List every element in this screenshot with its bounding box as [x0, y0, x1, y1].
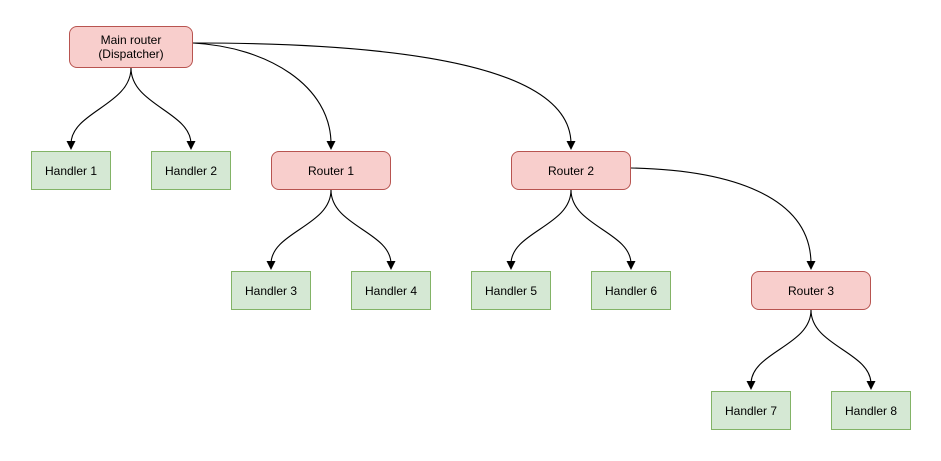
node-router-2[interactable]: Router 2 [511, 151, 631, 190]
node-label-handler-2: Handler 2 [164, 163, 218, 178]
edge-main-to-handler-2 [130, 67, 192, 145]
edge-router-1-to-handler-3 [270, 189, 332, 265]
arrow-handler-7 [746, 381, 756, 390]
edge-router-1-to-handler-4 [330, 189, 392, 265]
node-label-router-1: Router 1 [307, 163, 355, 178]
arrow-handler-3 [266, 261, 276, 270]
node-label-handler-4: Handler 4 [364, 283, 418, 298]
node-handler-5[interactable]: Handler 5 [471, 271, 551, 310]
node-router-3[interactable]: Router 3 [751, 271, 871, 310]
node-label-handler-1: Handler 1 [44, 163, 98, 178]
node-label-handler-5: Handler 5 [484, 283, 538, 298]
node-label-handler-3: Handler 3 [244, 283, 298, 298]
arrow-handler-4 [386, 261, 396, 270]
node-handler-3[interactable]: Handler 3 [231, 271, 311, 310]
arrow-router-1 [326, 141, 336, 150]
node-label-handler-6: Handler 6 [604, 283, 658, 298]
node-label-router-2: Router 2 [547, 163, 595, 178]
edge-router-2-to-handler-6 [570, 189, 632, 265]
arrow-handler-6 [626, 261, 636, 270]
node-handler-7[interactable]: Handler 7 [711, 391, 791, 430]
arrow-handler-8 [866, 381, 876, 390]
arrow-handler-5 [506, 261, 516, 270]
node-handler-6[interactable]: Handler 6 [591, 271, 671, 310]
arrow-handler-2 [186, 141, 196, 150]
node-label-handler-8: Handler 8 [844, 403, 898, 418]
node-label-main-router: Main router (Dispatcher) [98, 33, 164, 61]
edge-router-2-to-handler-5 [510, 189, 572, 265]
node-handler-2[interactable]: Handler 2 [151, 151, 231, 190]
arrow-router-3 [806, 261, 816, 270]
edge-router-3-to-handler-7 [750, 309, 812, 385]
node-handler-8[interactable]: Handler 8 [831, 391, 911, 430]
edge-router-2-to-router-3 [630, 167, 812, 265]
edge-main-to-router-2 [192, 42, 572, 145]
arrow-router-2 [566, 141, 576, 150]
arrow-handler-1 [66, 141, 76, 150]
node-label-handler-7: Handler 7 [724, 403, 778, 418]
edge-main-to-router-1 [192, 42, 332, 145]
node-handler-1[interactable]: Handler 1 [31, 151, 111, 190]
node-handler-4[interactable]: Handler 4 [351, 271, 431, 310]
edge-main-to-handler-1 [70, 67, 132, 145]
node-main-router[interactable]: Main router (Dispatcher) [69, 26, 193, 68]
node-router-1[interactable]: Router 1 [271, 151, 391, 190]
node-label-router-3: Router 3 [787, 283, 835, 298]
edge-router-3-to-handler-8 [810, 309, 872, 385]
